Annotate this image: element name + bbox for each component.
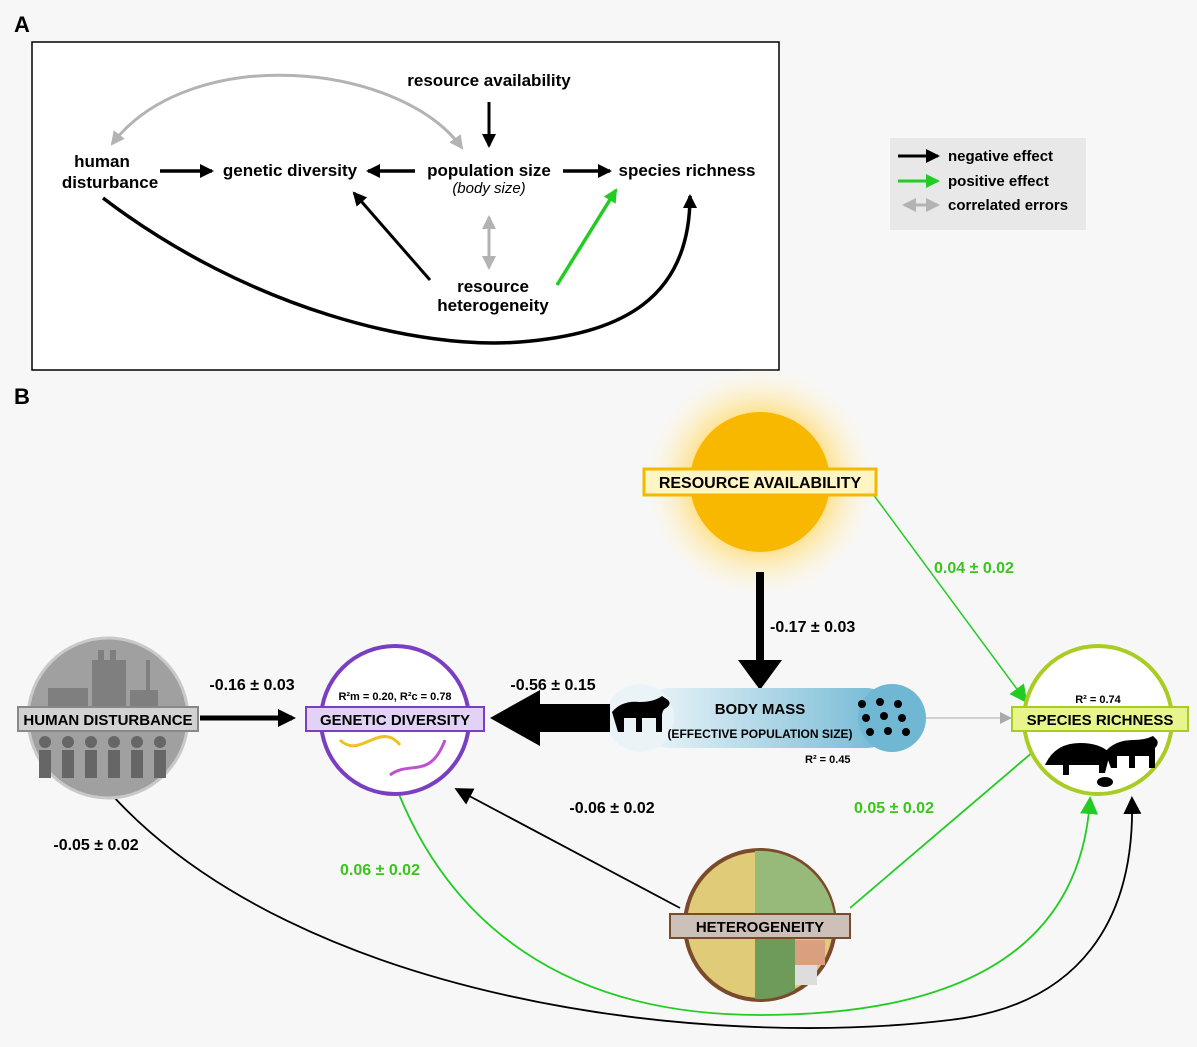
- a-arrow-hd-sr: [101, 194, 697, 345]
- dna-yellow-icon: [338, 735, 402, 748]
- b-coefficients: -0.16 ± 0.03 -0.56 ± 0.15 -0.17 ± 0.03 0…: [53, 560, 1014, 879]
- hd-label: HUMAN DISTURBANCE: [23, 712, 192, 729]
- a-node-body-size: (body size): [452, 180, 525, 197]
- b-arrow-ra-bm-head: [738, 660, 782, 690]
- bear-icon-sr: [1105, 736, 1158, 768]
- a-arrows: [101, 73, 697, 345]
- panel-b-label: B: [14, 384, 30, 409]
- bison-icon: [1045, 743, 1110, 775]
- heterogeneity-node: HETEROGENEITY: [669, 848, 851, 1002]
- sr-r2: R² = 0.74: [1075, 694, 1121, 706]
- legend-label-correlated: correlated errors: [948, 197, 1068, 214]
- coef-gd-sr: 0.06 ± 0.02: [340, 862, 420, 879]
- small-rodent-icon: [1097, 777, 1113, 787]
- b-arrow-hd-sr: [111, 794, 1142, 1029]
- gd-label-box: [305, 706, 485, 732]
- coef-hd-gd: -0.16 ± 0.03: [209, 677, 294, 694]
- a-arrow-rh-gd: [352, 191, 432, 281]
- bm-r2: R² = 0.45: [805, 754, 851, 766]
- coef-bm-gd: -0.56 ± 0.15: [510, 677, 595, 694]
- het-darkgreen: [755, 925, 795, 1000]
- panel-a-label: A: [14, 12, 30, 37]
- het-grey: [795, 965, 817, 985]
- b-arrow-het-gd: [454, 788, 681, 909]
- resource-availability-node: RESOURCE AVAILABILITY: [642, 367, 878, 597]
- bm-label: BODY MASS: [715, 701, 806, 718]
- bm-right-circle: [858, 684, 926, 752]
- bm-pill: [640, 688, 896, 748]
- het-label-box: [669, 913, 851, 939]
- coef-het-gd: -0.06 ± 0.02: [569, 800, 654, 817]
- a-arrow-hd-ps: [110, 73, 464, 150]
- coef-het-sr: 0.05 ± 0.02: [854, 800, 934, 817]
- a-node-species-richness: species richness: [618, 161, 755, 180]
- bear-icon: [612, 696, 670, 732]
- species-richness-node: R² = 0.74 SPECIES RICHNESS: [1011, 644, 1189, 796]
- legend-label-positive: positive effect: [948, 173, 1049, 190]
- legend-box: [890, 138, 1086, 230]
- b-arrow-bm-gd: [530, 704, 610, 732]
- small-mammals-icon: [858, 698, 910, 736]
- coef-ra-bm: -0.17 ± 0.03: [770, 619, 855, 636]
- a-node-human-1: human: [74, 152, 130, 171]
- b-arrow-ra-sr: [869, 489, 1028, 704]
- b-curves: [111, 489, 1142, 1029]
- human-disturbance-node: HUMAN DISTURBANCE: [17, 636, 199, 800]
- people-icon: [39, 736, 166, 778]
- dna-purple-icon: [389, 739, 447, 777]
- a-node-resource-2: heterogeneity: [437, 296, 549, 315]
- coef-hd-sr: -0.05 ± 0.02: [53, 837, 138, 854]
- body-mass-node: BODY MASS (EFFECTIVE POPULATION SIZE) R²…: [606, 684, 926, 766]
- b-arrow-gd-sr: [397, 791, 1099, 1016]
- het-pink: [795, 940, 825, 965]
- hd-label-box: [17, 706, 199, 732]
- a-node-population-size: population size: [427, 161, 551, 180]
- bm-sublabel: (EFFECTIVE POPULATION SIZE): [667, 727, 852, 741]
- gd-label: GENETIC DIVERSITY: [320, 712, 470, 729]
- a-node-resource-1: resource: [457, 277, 529, 296]
- b-arrow-bm-gd-head: [490, 690, 540, 746]
- ra-label: RESOURCE AVAILABILITY: [659, 475, 862, 492]
- het-green: [755, 850, 835, 925]
- factory-icon: [48, 650, 158, 708]
- genetic-diversity-node: R²m = 0.20, R²c = 0.78 GENETIC DIVERSITY: [305, 644, 485, 796]
- a-node-genetic-diversity: genetic diversity: [223, 161, 358, 180]
- coef-ra-sr: 0.04 ± 0.02: [934, 560, 1014, 577]
- het-label: HETEROGENEITY: [696, 919, 824, 936]
- a-node-resource-availability: resource availability: [407, 71, 571, 90]
- gd-r2: R²m = 0.20, R²c = 0.78: [338, 691, 451, 703]
- a-node-human-2: disturbance: [62, 173, 158, 192]
- a-arrow-rh-sr: [555, 188, 618, 286]
- legend: negative effect positive effect correlat…: [890, 138, 1086, 230]
- sr-label-box: [1011, 706, 1189, 732]
- ra-label-box: [642, 467, 878, 497]
- panel-a-frame: [31, 41, 780, 371]
- legend-label-negative: negative effect: [948, 148, 1053, 165]
- sr-label: SPECIES RICHNESS: [1027, 712, 1174, 729]
